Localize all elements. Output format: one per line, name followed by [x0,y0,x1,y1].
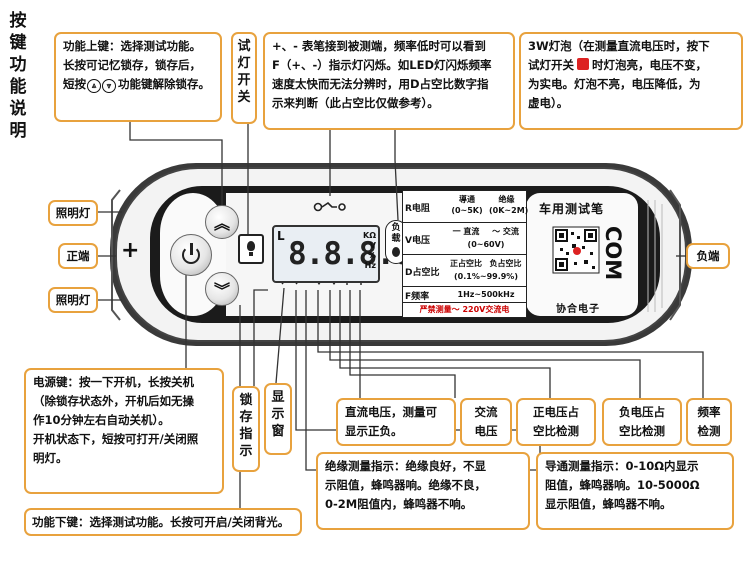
up-down-icon: ⩓ [87,79,101,93]
table-row: D占空比 正占空比 负占空比 (0.1%~99.9%) [403,255,526,287]
plus-sign: + [121,238,140,263]
bulb-icon [247,241,255,251]
power-button[interactable] [170,234,212,276]
table-row: F频率 1Hz~500kHz [403,287,526,303]
bulb-switch-icon [577,58,589,70]
callout-positive-duty: 正电压占空比检测 [516,398,596,446]
com-label: COM [601,226,625,281]
callout-power-key: 电源键：按一下开机，长按关机（除锁存状态外，开机后如无操 作10分钟左右自动关机… [24,368,224,494]
callout-positive-end: 正端 [58,243,98,269]
table-row: R电阻 導通 (0~5K) 绝缘 (0K~2M) [403,191,528,223]
callout-dc-voltage: 直流电压，测量可显示正负。 [336,398,456,446]
brand-label: 车用测试笔 [539,202,605,216]
bulb-base [249,252,253,256]
power-icon-bar [190,243,193,255]
function-up-button[interactable]: ︽ [205,205,239,239]
function-table: R电阻 導通 (0~5K) 绝缘 (0K~2M) V电压 一 直流 〜 交流 (… [402,190,528,318]
up-down-icon: ⩔ [102,79,116,93]
callout-frequency: 频率检测 [686,398,732,446]
maker-label: 协合电子 [556,304,600,315]
callout-insulation: 绝缘测量指示：绝缘良好，不显示阻值，蜂鸣器响。绝缘不良， 0-2M阻值内，蜂鸣器… [316,452,530,530]
callout-light-top: 照明灯 [48,200,98,226]
callout-light-bottom: 照明灯 [48,287,98,313]
callout-negative-duty: 负电压占空比检测 [602,398,682,446]
chevron-down-icon: ︾ [213,281,230,300]
lcd-letter: L [277,229,285,243]
callout-bulb-info: 3W灯泡（在测量直流电压时，按下 试灯开关时灯泡亮，电压不变， 为实电。灯泡不亮… [519,32,743,130]
power-icon [182,246,200,264]
callout-lock-indicator: 锁存 指示 [232,386,260,472]
callout-display-window: 显示 窗 [264,383,292,455]
qr-code [552,226,600,274]
function-down-button[interactable]: ︾ [205,272,239,306]
callout-test-lamp-switch: 试灯 开关 [231,32,257,124]
callout-function-up-key: 功能上键：选择测试功能。 长按可记忆锁存，锁存后， 短按⩓⩔功能键解除锁存。 [54,32,222,122]
callout-continuity: 导通测量指示：0-10Ω内显示阻值，蜂鸣器响。10-5000Ω 显示阻值，蜂鸣器… [536,452,734,530]
callout-negative-end: 负端 [686,243,730,269]
side-title: 按键功 能说明 [9,11,27,141]
table-warning: 严禁测量〜 220V交流电 [419,305,510,314]
callout-ac-voltage: 交流电压 [460,398,512,446]
probe-symbol [313,201,346,212]
test-lamp-key[interactable] [238,234,264,264]
load-bulb-icon [392,247,400,257]
table-row: V电压 一 直流 〜 交流 (0~60V) [403,223,526,255]
chevron-up-icon: ︽ [213,214,230,233]
callout-function-down-key: 功能下键：选择测试功能。长按可开启/关闭背光。 [24,508,302,536]
